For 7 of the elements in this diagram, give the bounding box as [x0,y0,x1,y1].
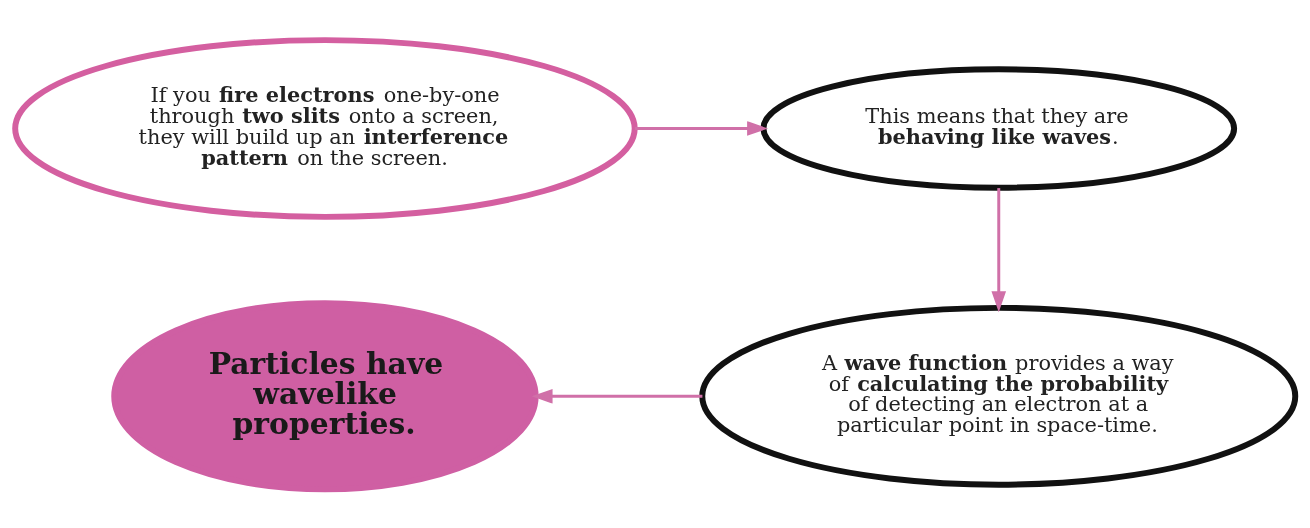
arrow [991,187,1007,312]
arrow [634,120,768,136]
node-ellipse: A wave function provides a way of calculating the probability of detecting an electron at a particular point in space-time. [699,304,1299,488]
node-ellipse: Particles have wavelike properties. [111,299,539,492]
node-ellipse: This means that they are behaving like waves. [760,65,1238,191]
node-ellipse: If you fire electrons one-by-one through two slits onto a screen, they will build up an interference pattern on the screen. [12,36,638,220]
arrow [531,388,703,404]
